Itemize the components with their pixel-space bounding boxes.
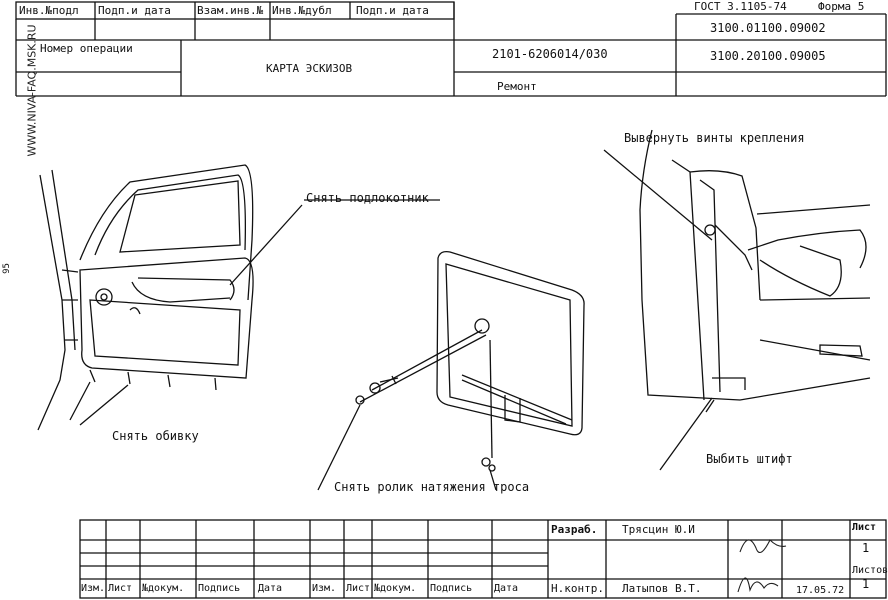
form-number: Форма 5 (818, 0, 865, 13)
stamp-cell-2: Подп.и дата (98, 4, 171, 17)
checked-date: 17.05.72 (796, 585, 845, 596)
part-number: 2101-6206014/030 (492, 47, 608, 61)
annotation-remove-trim: Снять обивку (112, 429, 199, 443)
annotation-remove-armrest: Снять подлокотник (306, 191, 429, 205)
operation-number-label: Номер операции (40, 42, 133, 55)
developed-name: Трясцин Ю.И (622, 523, 695, 536)
annotation-unscrew-screws: Вывернуть винты крепления (624, 131, 805, 145)
col-date-1: Дата (258, 583, 283, 594)
col-sheet-1: Лист (108, 583, 133, 594)
sheet-value: 1 (862, 541, 870, 555)
checked-label: Н.контр. (551, 582, 604, 595)
stamp-cell-3: Взам.инв.№ (197, 4, 264, 17)
card-title: КАРТА ЭСКИЗОВ (266, 62, 353, 75)
annotation-knock-out-pin: Выбить штифт (706, 452, 793, 466)
repair-label: Ремонт (497, 80, 537, 93)
stamp-cell-4: Инв.№дубл (272, 4, 332, 17)
stamp-cell-5: Подп.и дата (356, 4, 429, 17)
col-sheet-2: Лист (346, 583, 371, 594)
side-watermark: WWW.NIVA-FAQ.MSK.RU (25, 24, 39, 157)
col-change-1: Изм. (81, 583, 106, 594)
doc-code-2: 3100.20100.09005 (710, 49, 826, 63)
stamp-cell-1: Инв.№подл (19, 4, 79, 17)
sheets-label: Листов (852, 565, 888, 576)
col-change-2: Изм. (312, 583, 337, 594)
col-docnum-1: №докум. (142, 583, 185, 594)
col-docnum-2: №докум. (374, 583, 417, 594)
sheets-value: 1 (862, 577, 870, 591)
col-signature-1: Подпись (198, 583, 241, 594)
sheet-label: Лист (852, 522, 877, 533)
col-signature-2: Подпись (430, 583, 473, 594)
side-number: 95 (1, 263, 12, 274)
col-date-2: Дата (494, 583, 519, 594)
checked-name: Латыпов В.Т. (622, 582, 702, 595)
annotation-remove-roller: Снять ролик натяжения троса (334, 480, 530, 494)
doc-code-1: 3100.01100.09002 (710, 21, 826, 35)
developed-label: Разраб. (551, 523, 598, 536)
gost-standard: ГОСТ 3.1105-74 (694, 0, 787, 13)
